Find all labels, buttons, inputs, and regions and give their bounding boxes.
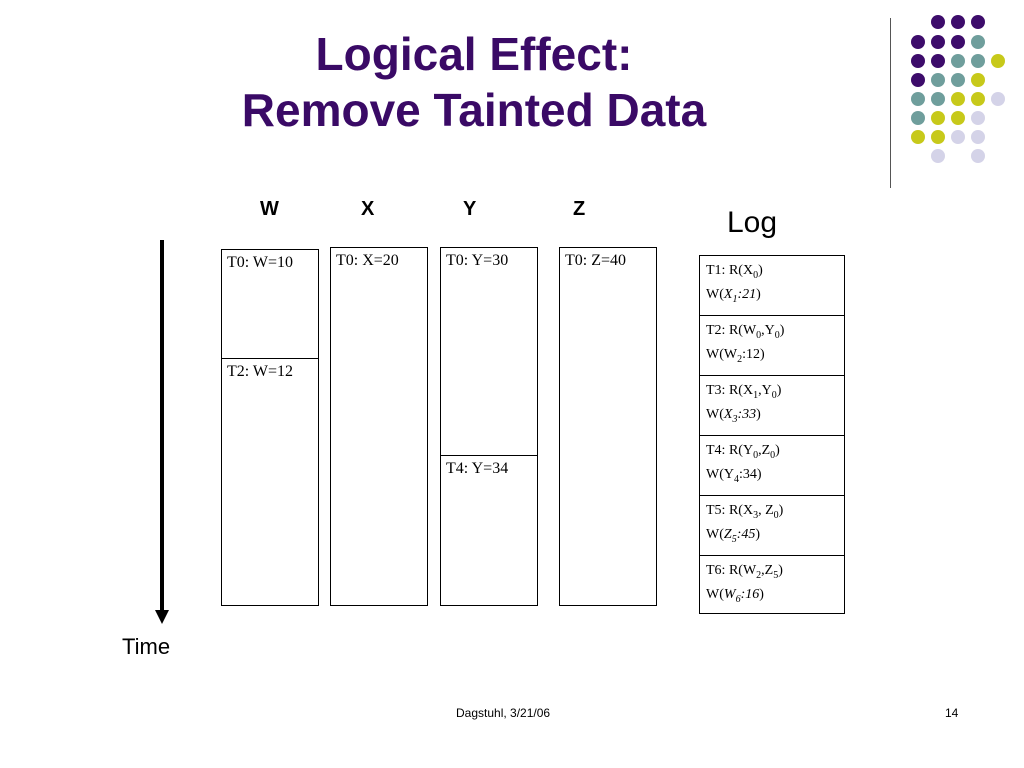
decorative-dot: [911, 35, 925, 49]
decorative-dot: [971, 35, 985, 49]
column-header-z: Z: [573, 198, 586, 220]
decorative-dot: [991, 54, 1005, 68]
log-entry-write: W(W2:12): [706, 346, 765, 365]
decorative-dot: [971, 130, 985, 144]
decorative-dot: [971, 111, 985, 125]
decorative-dot: [931, 130, 945, 144]
page-number: 14: [945, 706, 959, 720]
decorative-dot: [951, 130, 965, 144]
decorative-dot: [911, 54, 925, 68]
column-y-cell: T4: Y=34: [441, 455, 537, 607]
column-x-cell: T0: X=20: [336, 252, 399, 269]
column-y: T0: Y=30 T4: Y=34: [440, 247, 538, 606]
decorative-dot: [911, 92, 925, 106]
decorative-dot: [931, 149, 945, 163]
decorative-dot: [951, 92, 965, 106]
slide-title: Logical Effect: Remove Tainted Data: [0, 26, 948, 138]
log-entry: T2: R(W0,Y0) W(W2:12): [700, 316, 844, 376]
log-label: Log: [727, 206, 778, 239]
decorative-dot: [951, 15, 965, 29]
column-z: T0: Z=40: [559, 247, 657, 606]
decorative-dot: [931, 92, 945, 106]
column-w-cell: T2: W=12: [222, 358, 318, 607]
time-arrow-head: [155, 610, 169, 624]
log-entry: T3: R(X1,Y0) W(X3:33): [700, 376, 844, 436]
decorative-dot: [991, 92, 1005, 106]
decorative-dot: [931, 54, 945, 68]
decorative-dot: [911, 111, 925, 125]
log-entry-write: W(X1:21): [706, 286, 761, 305]
decorative-dot: [971, 54, 985, 68]
time-label: Time: [122, 634, 171, 659]
decorative-dot: [971, 15, 985, 29]
column-header-y: Y: [463, 198, 477, 220]
footer-text: Dagstuhl, 3/21/06: [456, 706, 551, 720]
log-entry-read: T2: R(W0,Y0): [706, 323, 785, 341]
log-entry: T1: R(X0) W(X1:21): [700, 256, 844, 316]
log-entry-write: W(X3:33): [706, 406, 761, 425]
column-z-cell: T0: Z=40: [565, 252, 627, 269]
decorative-dot: [911, 130, 925, 144]
decorative-dot: [931, 15, 945, 29]
log-entry-read: T6: R(W2,Z5): [706, 563, 783, 581]
column-x: T0: X=20: [330, 247, 428, 606]
decorative-dot: [971, 149, 985, 163]
decorative-dot: [931, 111, 945, 125]
decorative-dot: [951, 35, 965, 49]
log-entry: T4: R(Y0,Z0) W(Y4:34): [700, 436, 844, 496]
slide-title-line2: Remove Tainted Data: [241, 84, 707, 136]
column-w: T0: W=10 T2: W=12: [221, 249, 319, 606]
decorative-dot: [951, 73, 965, 87]
decorative-dot: [971, 73, 985, 87]
column-y-cell: T0: Y=30: [446, 252, 509, 269]
log-entry-write: W(Z5:45): [706, 526, 761, 545]
log-entry-read: T5: R(X3, Z0): [706, 503, 784, 521]
log-entry: T6: R(W2,Z5) W(W6:16): [700, 556, 844, 615]
log-entry-write: W(W6:16): [706, 586, 764, 605]
slide-title-line1: Logical Effect:: [315, 28, 633, 80]
decorative-dot: [931, 73, 945, 87]
decorative-dot: [931, 35, 945, 49]
log-entry-read: T1: R(X0): [706, 263, 763, 281]
column-w-cell: T0: W=10: [227, 254, 294, 271]
decorative-dot: [951, 111, 965, 125]
decorative-dot: [911, 73, 925, 87]
decorative-divider: [890, 18, 891, 188]
log-entry-read: T4: R(Y0,Z0): [706, 443, 780, 461]
decorative-dot: [951, 54, 965, 68]
log-entry-read: T3: R(X1,Y0): [706, 383, 782, 401]
log-entry: T5: R(X3, Z0) W(Z5:45): [700, 496, 844, 556]
column-header-x: X: [361, 198, 375, 220]
log-entry-write: W(Y4:34): [706, 466, 762, 485]
decorative-dot: [971, 92, 985, 106]
log-table: T1: R(X0) W(X1:21) T2: R(W0,Y0) W(W2:12)…: [699, 255, 845, 614]
column-header-w: W: [260, 198, 279, 220]
